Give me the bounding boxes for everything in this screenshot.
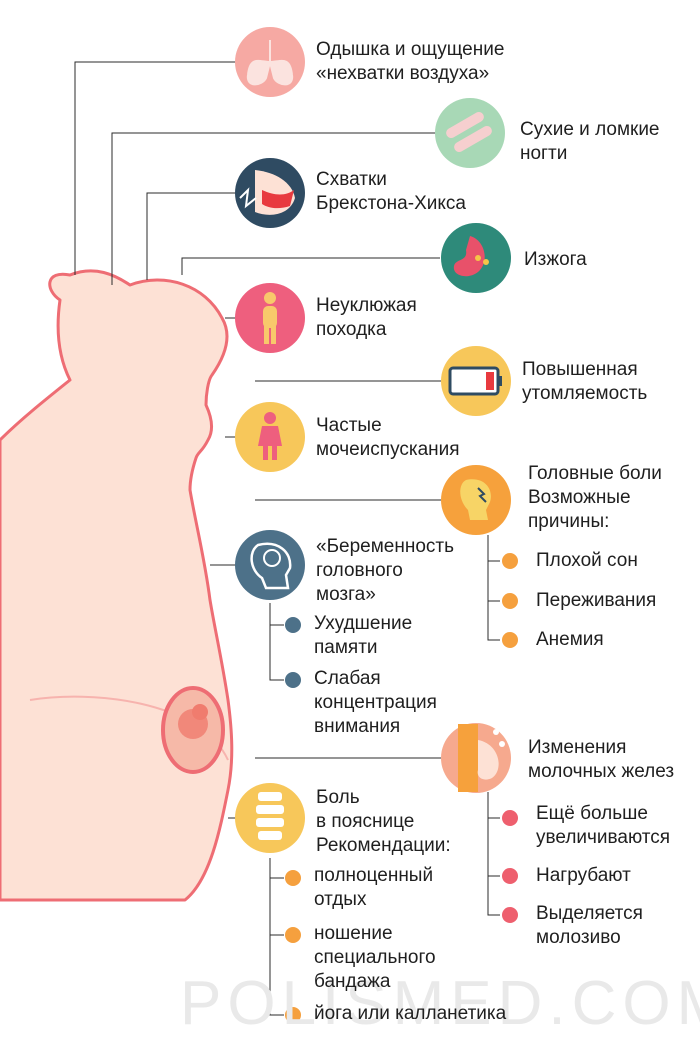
toilet-person-icon: [235, 402, 305, 472]
headache-icon: [441, 465, 511, 535]
bullet-dots: [285, 553, 518, 1023]
lungs-icon: [235, 27, 305, 97]
list-item: Плохой сон: [536, 550, 638, 571]
contraction-icon: [235, 158, 305, 228]
label-heartburn: Изжога: [524, 249, 587, 270]
stomach-icon: [441, 223, 511, 293]
list-item: Анемия: [536, 629, 604, 650]
list-item: Нагрубают: [536, 865, 631, 886]
spine-icon: [235, 783, 305, 853]
list-item: йога или калланетика: [314, 1003, 507, 1024]
brain-icon: [235, 530, 305, 600]
breast-icon: [441, 723, 511, 793]
low-battery-icon: [441, 346, 511, 416]
nails-icon: [435, 98, 505, 168]
label-shortness-of-breath: Одышка и ощущение«нехватки воздуха»: [316, 39, 505, 84]
walking-person-icon: [235, 283, 305, 353]
watermark: POLISMED.COM: [180, 969, 700, 1038]
pregnant-woman-silhouette: [0, 269, 234, 902]
list-item: Переживания: [536, 590, 657, 611]
